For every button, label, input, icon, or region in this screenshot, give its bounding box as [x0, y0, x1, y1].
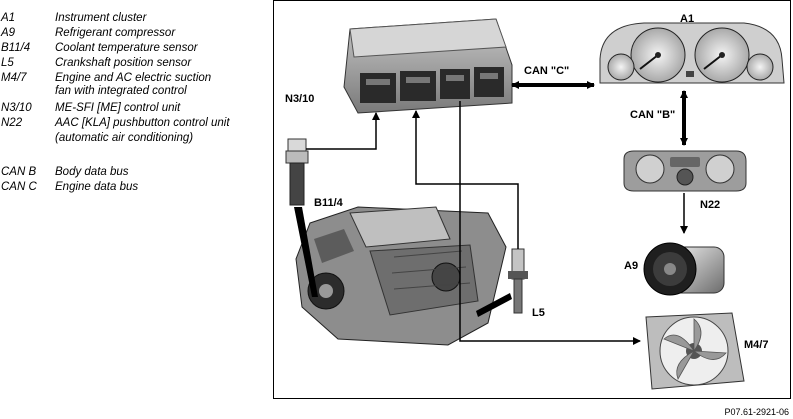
diagram-panel: N3/10 A1 CAN "C" CAN "B" N22 A9 B11/4 L5… [273, 0, 791, 399]
label-a9: A9 [624, 260, 639, 272]
label-m47: M4/7 [744, 339, 769, 351]
instrument-cluster-a1 [599, 22, 785, 84]
legend-desc: Refrigerant compressor [55, 27, 176, 39]
label-a1: A1 [680, 13, 695, 25]
label-can-c: CAN "C" [524, 65, 570, 77]
label-b114: B11/4 [314, 197, 343, 209]
label-l5: L5 [532, 307, 545, 319]
coolant-temp-sensor-b114 [285, 138, 309, 206]
legend-code: N3/10 [1, 102, 32, 114]
legend-desc: ME-SFI [ME] control unit [55, 102, 181, 114]
legend-code: M4/7 [1, 72, 27, 84]
diagram-canvas [285, 18, 785, 390]
l5-pointer [476, 293, 512, 317]
suction-fan-m47 [645, 312, 745, 390]
legend-code: CAN B [1, 166, 37, 178]
legend-code: B11/4 [1, 42, 31, 54]
b114-pointer [294, 207, 318, 297]
control-unit-n310 [343, 18, 513, 114]
aac-control-unit-n22 [623, 150, 747, 192]
legend-code: N22 [1, 117, 23, 129]
legend-desc: Crankshaft position sensor [55, 57, 192, 69]
legend-desc: AAC [KLA] pushbutton control unit [55, 117, 230, 129]
legend-desc: fan with integrated control [55, 85, 187, 97]
legend-code: A9 [1, 27, 16, 39]
l5-signal-line [412, 110, 519, 249]
engine [295, 206, 507, 346]
crankshaft-sensor-l5 [508, 248, 528, 314]
n310-to-m47-line [459, 101, 641, 345]
legend-desc: Engine and AC electric suction [55, 72, 212, 84]
legend-code: L5 [1, 57, 14, 69]
b114-signal-line [306, 112, 380, 150]
figure-reference: P07.61-2921-06 [724, 407, 789, 417]
legend-desc: Coolant temperature sensor [55, 42, 198, 54]
refrigerant-compressor-a9 [643, 242, 725, 296]
legend-desc: Instrument cluster [55, 12, 147, 24]
legend-code: A1 [1, 12, 16, 24]
legend-desc: Body data bus [55, 166, 129, 178]
label-n22: N22 [700, 199, 721, 211]
label-can-b: CAN "B" [630, 109, 676, 121]
legend-code: CAN C [1, 181, 37, 193]
label-n310: N3/10 [285, 93, 315, 105]
legend-desc: Engine data bus [55, 181, 139, 193]
legend-desc: (automatic air conditioning) [55, 132, 194, 144]
